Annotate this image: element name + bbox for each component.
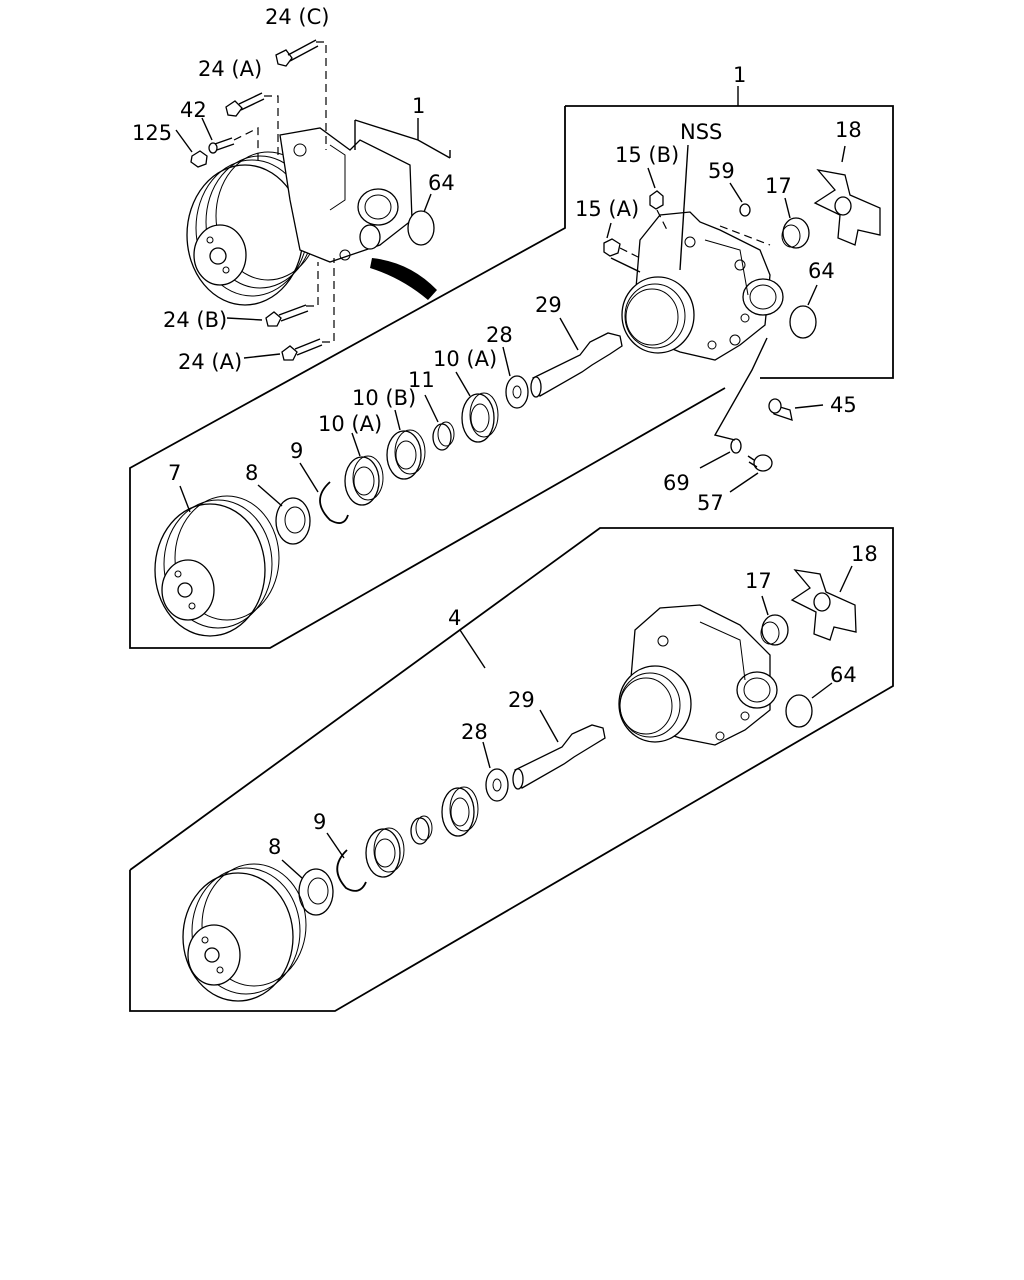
fitting-15b: [649, 190, 669, 233]
label-28-top: 28: [486, 323, 513, 347]
fitting-15a: [603, 238, 641, 259]
washer-28-bottom: [485, 768, 509, 802]
exploded-box-1: [129, 86, 894, 649]
shaft-29-bottom: [512, 724, 606, 790]
snap-ring-9-top: [319, 481, 349, 524]
o-ring-64-top: [789, 305, 817, 339]
bolt-42: [208, 137, 235, 154]
leader-lines-box-4: [281, 565, 853, 879]
label-15a: 15 (A): [575, 197, 639, 221]
spacer-bottom: [410, 815, 433, 845]
label-8-top: 8: [245, 461, 258, 485]
assembled-water-pump: [186, 127, 437, 306]
bearing-bottom-1: [441, 786, 479, 837]
label-11: 11: [408, 368, 435, 392]
plug-59: [719, 203, 771, 246]
label-42: 42: [180, 98, 207, 122]
assembly-guide-lines: [233, 41, 335, 343]
seal-8-top: [275, 497, 311, 545]
label-29-bottom: 29: [508, 688, 535, 712]
label-17-top: 17: [765, 174, 792, 198]
label-18-top: 18: [835, 118, 862, 142]
pulley-bottom: [182, 863, 307, 1002]
bolt-24b: [265, 304, 309, 327]
label-8-bottom: 8: [268, 835, 281, 859]
exploded-box-4: [129, 527, 894, 1012]
label-nss: NSS: [680, 120, 722, 144]
washer-69: [730, 438, 742, 454]
shaft-29-top: [530, 332, 623, 398]
leader-lines-top-left: [175, 117, 451, 359]
label-9-top: 9: [290, 439, 303, 463]
bolt-24a-top: [225, 92, 265, 117]
spacer-11: [432, 421, 455, 451]
label-28-bottom: 28: [461, 720, 488, 744]
impeller-18-top: [813, 169, 881, 246]
label-15b: 15 (B): [615, 143, 679, 167]
pulley-7: [154, 495, 280, 637]
label-69: 69: [663, 471, 690, 495]
pump-housing-bottom: [618, 604, 778, 746]
label-24a-bottom: 24 (A): [178, 350, 242, 374]
label-10b: 10 (B): [352, 386, 416, 410]
part-labels: 24 (C) 24 (A) 42 125 1 64 24 (B) 24 (A) …: [132, 5, 878, 859]
label-7: 7: [168, 461, 181, 485]
label-64-left: 64: [428, 171, 455, 195]
leader-lines-box-1: [179, 144, 846, 513]
label-10a-top: 10 (A): [433, 347, 497, 371]
label-59: 59: [708, 159, 735, 183]
label-10a-mid: 10 (A): [318, 412, 382, 436]
pump-housing-top: [621, 211, 784, 361]
washer-28-top: [505, 375, 529, 409]
label-64-top: 64: [808, 259, 835, 283]
seal-17-top: [781, 217, 810, 249]
bolt-24a-bottom: [281, 338, 323, 361]
label-1-box: 1: [733, 63, 746, 87]
nut-125: [190, 150, 208, 168]
bearing-bottom-2: [365, 827, 405, 878]
bearing-10a-mid: [344, 455, 384, 506]
label-17-bottom: 17: [745, 569, 772, 593]
impeller-18-bottom: [790, 569, 857, 641]
seal-8-bottom: [298, 868, 334, 916]
bearing-10b: [386, 429, 426, 480]
seal-17-bottom: [760, 614, 789, 646]
snap-ring-9-bottom: [336, 849, 367, 892]
o-ring-64-bottom: [785, 694, 813, 728]
label-1-left: 1: [412, 94, 425, 118]
label-18-bottom: 18: [851, 542, 878, 566]
label-4: 4: [448, 606, 461, 630]
label-29-top: 29: [535, 293, 562, 317]
label-45: 45: [830, 393, 857, 417]
label-64-bottom: 64: [830, 663, 857, 687]
drain-plug-45: [768, 398, 793, 421]
label-9-bottom: 9: [313, 810, 326, 834]
label-57: 57: [697, 491, 724, 515]
label-24a-top: 24 (A): [198, 57, 262, 81]
label-125: 125: [132, 121, 172, 145]
bearing-10a-top: [461, 392, 499, 443]
label-24c: 24 (C): [265, 5, 329, 29]
bolt-24c: [275, 39, 319, 67]
bolt-57: [747, 454, 773, 472]
label-24b: 24 (B): [163, 308, 227, 332]
